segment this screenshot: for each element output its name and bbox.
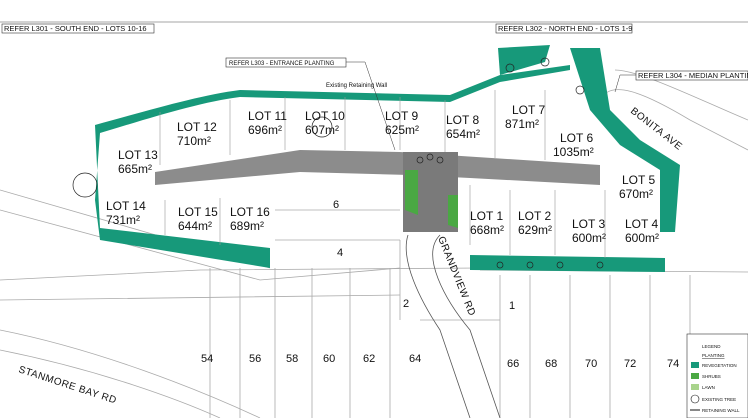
lot-2-area: 629m²	[518, 223, 552, 237]
legend-item: RETAINING WALL	[702, 408, 740, 413]
lot-number: 66	[507, 358, 519, 370]
lot-boundaries	[159, 90, 606, 258]
lot-number: 64	[409, 353, 421, 365]
existing-tree-icon	[690, 394, 700, 404]
lot-number: 1	[509, 300, 515, 312]
lot-11-label: LOT 11	[248, 109, 287, 123]
stanmore-bay-rd-label: STANMORE BAY RD	[17, 364, 118, 406]
lot-1-label: LOT 1	[470, 209, 503, 223]
lot-15-label: LOT 15	[178, 205, 218, 219]
lot-12-label: LOT 12	[177, 120, 217, 134]
ref-entrance: REFER L303 - ENTRANCE PLANTING	[229, 61, 335, 67]
lot-number: 70	[585, 358, 597, 370]
lot-11-area: 696m²	[248, 123, 282, 137]
lot-2-label: LOT 2	[518, 209, 551, 223]
lot-15-area: 644m²	[178, 219, 212, 233]
lot-14-area: 731m²	[106, 213, 140, 227]
lot-number: 62	[363, 353, 375, 365]
lot-number: 56	[249, 353, 261, 365]
revegetation-swatch	[691, 362, 699, 368]
shrub-areas	[405, 170, 458, 228]
lot-9-label: LOT 9	[385, 109, 418, 123]
lot-number: 4	[337, 247, 343, 259]
lot-8-label: LOT 8	[446, 113, 479, 127]
existing-lot-numbers: 6 4 2 1 54 56 58 60 62 64 66 68 70 72 74	[201, 199, 679, 370]
lot-10-area: 607m²	[305, 123, 339, 137]
legend: LEGEND PLANTING REVEGETATION SHRUBS LAWN…	[686, 333, 748, 418]
lot-5-label: LOT 5	[622, 173, 655, 187]
shrubs-swatch	[691, 373, 699, 379]
grandview-rd-label: GRANDVIEW RD	[435, 235, 477, 318]
ref-north-end: REFER L302 - NORTH END - LOTS 1-9	[498, 24, 632, 33]
lot-7-label: LOT 7	[512, 103, 545, 117]
existing-boundaries	[0, 69, 748, 418]
lot-number: 2	[403, 298, 409, 310]
lot-number: 6	[333, 199, 339, 211]
lot-number: 74	[667, 358, 679, 370]
lot-number: 72	[624, 358, 636, 370]
lot-number: 68	[545, 358, 557, 370]
existing-trees	[72, 57, 604, 269]
lot-number: 60	[323, 353, 335, 365]
lot-3-area: 600m²	[572, 231, 606, 245]
lot-5-area: 670m²	[619, 187, 653, 201]
legend-item: LAWN	[702, 385, 715, 390]
lot-8-area: 654m²	[446, 127, 480, 141]
lot-6-area: 1035m²	[553, 145, 594, 159]
ref-median: REFER L304 - MEDIAN PLANTING	[638, 71, 748, 80]
lot-13-label: LOT 13	[118, 148, 158, 162]
lawn-swatch	[691, 384, 699, 390]
internal-road	[155, 150, 600, 185]
lot-1-area: 668m²	[470, 223, 504, 237]
lot-10-label: LOT 10	[305, 109, 345, 123]
legend-title: LEGEND	[702, 344, 721, 349]
lot-3-label: LOT 3	[572, 217, 605, 231]
legend-subtitle: PLANTING	[702, 353, 725, 358]
lot-16-label: LOT 16	[230, 205, 270, 219]
ref-south-end: REFER L301 - SOUTH END - LOTS 10-16	[4, 24, 147, 33]
lot-number: 58	[286, 353, 298, 365]
lot-14-label: LOT 14	[106, 199, 146, 213]
lot-4-label: LOT 4	[625, 217, 658, 231]
reference-labels: REFER L301 - SOUTH END - LOTS 10-16 REFE…	[1, 23, 748, 151]
lot-9-area: 625m²	[385, 123, 419, 137]
lot-13-area: 665m²	[118, 162, 152, 176]
lot-number: 54	[201, 353, 213, 365]
lot-16-area: 689m²	[230, 219, 264, 233]
lot-6-label: LOT 6	[560, 131, 593, 145]
legend-item: SHRUBS	[702, 374, 721, 379]
revegetation-areas	[95, 45, 680, 272]
retaining-wall-note: Existing Retaining Wall	[326, 83, 387, 89]
grandview-road-edge	[405, 234, 501, 418]
legend-item: REVEGETATION	[702, 363, 737, 368]
legend-item: EXISTING TREE	[702, 397, 736, 402]
lot-labels: LOT 12 710m² LOT 11 696m² LOT 10 607m² L…	[106, 103, 659, 245]
lot-12-area: 710m²	[177, 134, 211, 148]
lot-4-area: 600m²	[625, 231, 659, 245]
lot-7-area: 871m²	[505, 117, 539, 131]
